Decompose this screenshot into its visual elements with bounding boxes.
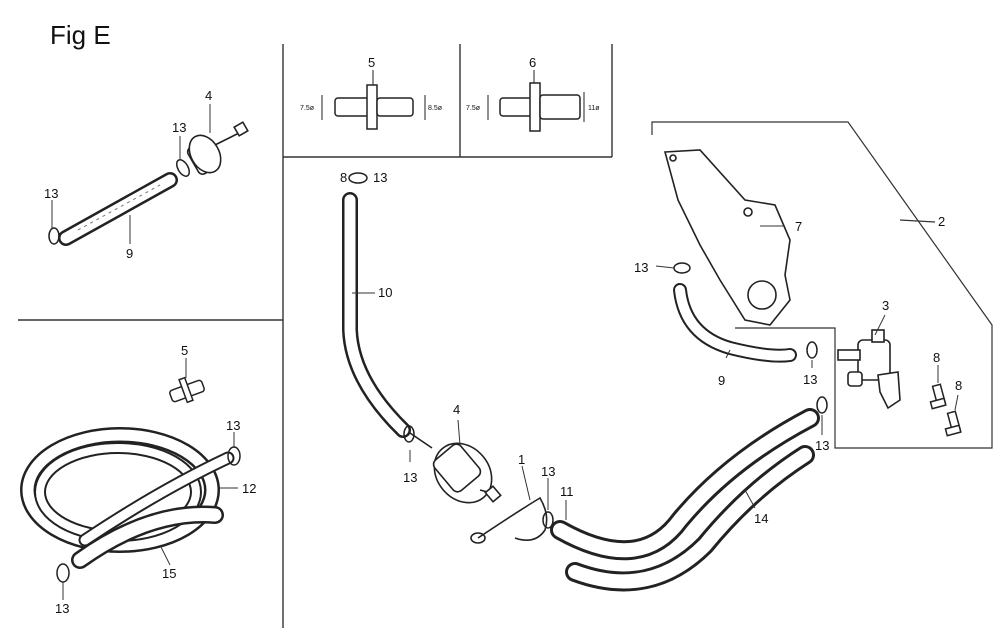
callout-11: 11: [560, 484, 574, 499]
callout-12: 12: [242, 481, 256, 496]
callout-13: 13: [226, 418, 240, 433]
clips-topleft: [48, 159, 190, 245]
clip-13-top: [348, 172, 368, 184]
callout-3: 3: [882, 298, 889, 313]
callout-1: 1: [518, 452, 525, 467]
callout-15: 15: [162, 566, 176, 581]
hose-11-14: [550, 408, 820, 592]
wire-clip-1: [470, 496, 548, 544]
callout-10: 10: [378, 285, 392, 300]
callout-13: 13: [55, 601, 69, 616]
callout-13: 13: [541, 464, 555, 479]
callout-5: 5: [368, 55, 375, 70]
callout-13: 13: [44, 186, 58, 201]
leaders-main: [352, 225, 959, 520]
callout-5: 5: [181, 343, 188, 358]
callout-4: 4: [453, 402, 460, 417]
joint-5-bottomleft: [169, 376, 205, 404]
clip-13-bracket: [673, 262, 691, 274]
bracket-7: [663, 149, 791, 326]
callout-2: 2: [938, 214, 945, 229]
hose-coil-15: [20, 427, 224, 569]
leaders-topleft: [51, 104, 211, 244]
leaders-bottomleft: [62, 358, 238, 600]
callout-9: 9: [126, 246, 133, 261]
assembly-2-outline: [651, 121, 993, 449]
dim-6-left: 7.5ø: [466, 105, 481, 112]
screws-8: [929, 383, 962, 437]
callout-6: 6: [529, 55, 536, 70]
callout-13: 13: [634, 260, 648, 275]
clip-13-filter: [403, 425, 415, 443]
joint-5-detail: [321, 70, 426, 130]
clip-13-hose11: [542, 511, 554, 529]
dim-5-right: 8.5ø: [428, 105, 443, 112]
dim-6-right: 11ø: [588, 105, 600, 112]
callout-13: 13: [403, 470, 417, 485]
hose-9-main: [673, 283, 797, 363]
dim-5-left: 7.5ø: [300, 105, 315, 112]
figure-title: Fig E: [50, 20, 111, 50]
clips-valve: [806, 341, 828, 414]
hose-10: [342, 192, 411, 438]
callout-8: 8: [955, 378, 962, 393]
callout-13: 13: [172, 120, 186, 135]
fuel-valve-3: [837, 329, 901, 410]
callout-labels: 4 13 13 9 5 6 7.5ø 8.5ø 7.5ø 11ø 5 13 12…: [44, 55, 962, 616]
fuel-filter-4-main: [409, 432, 502, 504]
callout-4: 4: [205, 88, 212, 103]
callout-13: 13: [815, 438, 829, 453]
callout-8: 8: [340, 170, 347, 185]
joint-6-detail: [487, 70, 585, 132]
callout-14: 14: [754, 511, 768, 526]
callout-9: 9: [718, 373, 725, 388]
panel-dividers: [18, 44, 613, 628]
fuel-filter-4-topleft: [186, 121, 249, 175]
callout-8: 8: [933, 350, 940, 365]
callout-13: 13: [803, 372, 817, 387]
hose-9-topleft: [58, 172, 178, 246]
hose-12: [78, 451, 235, 547]
callout-13: 13: [373, 170, 387, 185]
callout-7: 7: [795, 219, 802, 234]
